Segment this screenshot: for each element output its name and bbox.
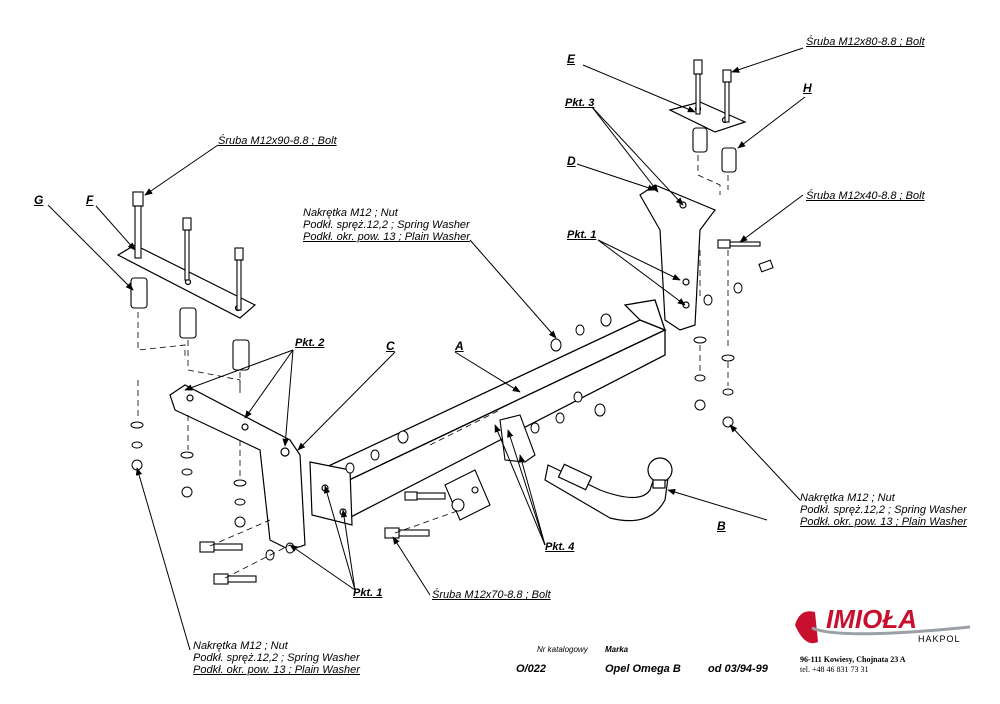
- part-letter-e: E: [567, 52, 576, 66]
- main-crossbar-A: [318, 299, 667, 522]
- pkt-4-label: Pkt. 4: [545, 541, 575, 553]
- plain-washer-line: Podkł. okr. pow. 13 ; Plain Washer: [193, 664, 360, 676]
- assembly-lines: [137, 155, 729, 579]
- model-years: od 03/94-99: [708, 663, 768, 675]
- plain-washer-line: Podkł. okr. pow. 13 ; Plain Washer: [303, 231, 470, 243]
- pkt-1-top-label: Pkt. 1: [567, 229, 597, 241]
- pkt-3-label: Pkt. 3: [565, 97, 595, 109]
- part-letter-c: C: [386, 339, 395, 353]
- part-letter-b: B: [717, 519, 726, 533]
- label-bolt-m12x40: Śruba M12x40-8.8 ; Bolt: [806, 190, 925, 202]
- spring-washer-line: Podkł. spręż.12,2 ; Spring Washer: [193, 652, 360, 664]
- part-letter-g: G: [34, 193, 44, 207]
- part-letter-h: H: [803, 81, 812, 95]
- part-letter-f: F: [86, 193, 94, 207]
- brand-label: Marka: [605, 645, 629, 654]
- left-bracket-C: [169, 384, 353, 551]
- pkt-1-bottom-label: Pkt. 1: [353, 587, 383, 599]
- nut-line: Nakrętka M12 ; Nut: [193, 640, 288, 652]
- nut-line: Nakrętka M12 ; Nut: [800, 492, 895, 504]
- label-nut-group-bottom-left: Nakrętka M12 ; Nut Podkł. spręż.12,2 ; S…: [193, 640, 360, 676]
- catalog-number-value: O/022: [516, 663, 546, 675]
- label-bolt-m12x80: Śruba M12x80-8.8 ; Bolt: [806, 36, 925, 48]
- brand-value: Opel Omega B: [605, 663, 681, 675]
- catalog-number-label: Nr katalogowy: [537, 645, 588, 654]
- company-address-block: 96-111 Kowiesy, Chojnata 23 A tel. +48 4…: [800, 655, 906, 675]
- label-bolt-m12x70: Śruba M12x70-8.8 ; Bolt: [432, 589, 551, 601]
- part-letter-d: D: [567, 154, 576, 168]
- nut-line: Nakrętka M12 ; Nut: [303, 207, 398, 219]
- company-address: 96-111 Kowiesy, Chojnata 23 A: [800, 655, 906, 664]
- label-nut-group-right: Nakrętka M12 ; Nut Podkł. spręż.12,2 ; S…: [800, 492, 967, 528]
- spring-washer-line: Podkł. spręż.12,2 ; Spring Washer: [303, 219, 470, 231]
- pkt-2-label: Pkt. 2: [295, 337, 325, 349]
- socket-plate: [444, 414, 536, 521]
- logo-text: IMIOŁA: [826, 604, 917, 634]
- label-bolt-m12x90: Śruba M12x90-8.8 ; Bolt: [218, 135, 337, 147]
- tow-ball-B: [544, 457, 673, 522]
- leader-lines: [47, 47, 806, 651]
- company-phone: tel. +48 46 831 73 31: [800, 665, 869, 674]
- bolts: [130, 59, 774, 585]
- logo-subtext: HAKPOL: [918, 634, 961, 644]
- spring-washer-line: Podkł. spręż.12,2 ; Spring Washer: [800, 504, 967, 516]
- imiola-logo: IMIOŁA HAKPOL: [795, 604, 971, 644]
- label-nut-group-top: Nakrętka M12 ; Nut Podkł. spręż.12,2 ; S…: [303, 207, 470, 243]
- nuts-washers: [130, 282, 743, 561]
- plain-washer-line: Podkł. okr. pow. 13 ; Plain Washer: [800, 516, 967, 528]
- part-letter-a: A: [455, 339, 464, 353]
